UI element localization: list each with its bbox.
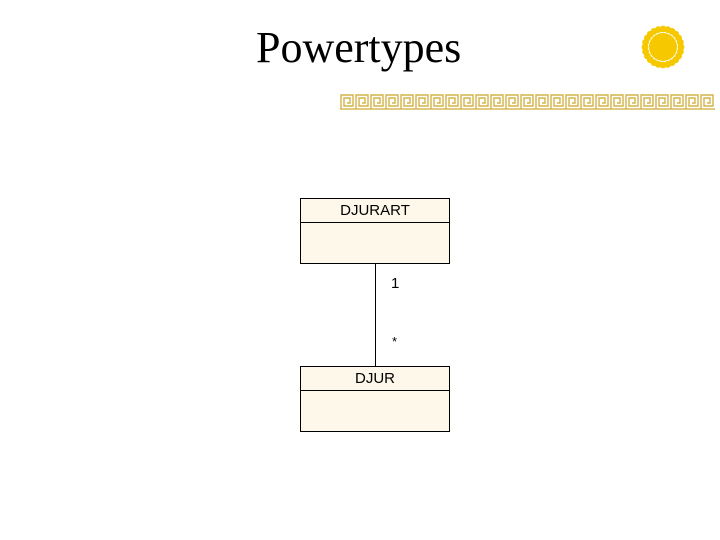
sun-icon <box>640 24 686 70</box>
class-djurart[interactable]: DJURART <box>300 198 450 264</box>
class-djur[interactable]: DJUR <box>300 366 450 432</box>
class-name-djur: DJUR <box>301 367 449 391</box>
class-attributes-djur <box>301 391 449 431</box>
class-attributes-djurart <box>301 223 449 263</box>
slide-title: Powertypes <box>256 26 461 70</box>
greek-key-border <box>340 94 720 110</box>
multiplicity-bottom: * <box>392 335 397 348</box>
association-line[interactable] <box>375 264 376 366</box>
multiplicity-top: 1 <box>391 276 399 291</box>
class-name-djurart: DJURART <box>301 199 449 223</box>
